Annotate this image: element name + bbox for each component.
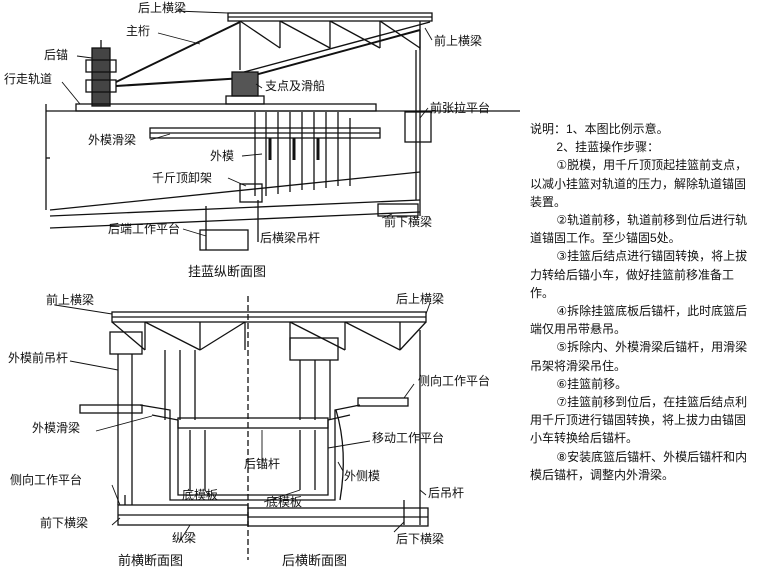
notes-step-title: 2、挂蓝操作步骤： xyxy=(556,140,660,155)
label-rear-upper-beam: 后上横梁 xyxy=(138,0,186,15)
label-rear-anchor-rod: 后锚杆 xyxy=(244,456,280,471)
top-structure xyxy=(45,12,520,251)
label-outer-side-form: 外侧模 xyxy=(344,469,380,483)
label-front-tension-platform: 前张拉平台 xyxy=(430,100,490,115)
label-bottom-form-left: 底模板 xyxy=(182,487,218,502)
title-longitudinal-section: 挂蓝纵断面图 xyxy=(188,264,266,279)
label-outer-form-slide-beam-top: 外模滑梁 xyxy=(88,132,136,147)
label-outer-form-front-hanger: 外模前吊杆 xyxy=(8,350,68,365)
note-step-5: ⑤拆除内、外模滑梁后锚杆，用滑梁吊架将滑梁吊住。 xyxy=(530,340,748,373)
note-step-1: ①脱模，用千斤顶顶起挂篮前支点，以减小挂篮对轨道的压力，解除轨道锚固装置。 xyxy=(530,158,748,209)
label-lateral-platform-left: 侧向工作平台 xyxy=(10,472,82,487)
label-longitudinal-beam: 纵梁 xyxy=(172,530,196,545)
label-rear-lower-beam: 后下横梁 xyxy=(396,531,444,546)
label-front-upper-beam: 前上横梁 xyxy=(46,292,94,307)
label-rear-upper-beam: 后上横梁 xyxy=(396,291,444,306)
label-rear-beam-hanger: 后横梁吊杆 xyxy=(260,230,320,245)
label-bottom-form-right: 底模板 xyxy=(266,494,302,509)
label-main-truss: 主桁 xyxy=(126,24,150,38)
bottom-structure xyxy=(79,296,429,560)
label-pivot-slide: 支点及滑船 xyxy=(265,79,325,93)
label-rear-anchor: 后锚 xyxy=(44,47,68,62)
note-step-8: ⑧安装底篮后锚杆、外模后锚杆和内模后锚杆，调整内外滑梁。 xyxy=(530,449,748,482)
notes-panel: 说明：1、本图比例示意。 2、挂蓝操作步骤： ①脱模，用千斤顶顶起挂篮前支点，以… xyxy=(530,120,754,484)
label-rear-hanger: 后吊杆 xyxy=(428,486,464,500)
top-labels: 后上横梁 主桁 后锚 行走轨道 前上横梁 支点及滑船 前张拉平台 外模滑梁 外模… xyxy=(4,0,490,279)
label-outer-form-slide-beam: 外模滑梁 xyxy=(32,420,80,435)
title-front-cross-section: 前横断面图 xyxy=(118,553,183,568)
label-front-lower-beam-top: 前下横梁 xyxy=(384,214,432,229)
label-rear-work-platform: 后端工作平台 xyxy=(108,221,180,236)
label-outer-form: 外模 xyxy=(210,149,234,163)
note-step-6: ⑥挂篮前移。 xyxy=(556,376,628,391)
notes-heading: 说明：1、本图比例示意。 xyxy=(530,122,669,136)
note-step-3: ③挂篮后结点进行锚固转换，将上拔力转给后锚小车，做好挂篮前移准备工作。 xyxy=(530,249,748,300)
label-lateral-platform-right: 侧向工作平台 xyxy=(418,373,490,388)
label-front-lower-beam: 前下横梁 xyxy=(40,515,88,530)
label-walking-track: 行走轨道 xyxy=(4,72,52,86)
bottom-labels: 前上横梁 后上横梁 外模前吊杆 侧向工作平台 外模滑梁 移动工作平台 后锚杆 外… xyxy=(8,291,490,568)
note-step-4: ④拆除挂篮底板后锚杆，此时底篮后端仅用吊带悬吊。 xyxy=(530,304,748,337)
note-step-2: ②轨道前移，轨道前移到位后进行轨道锚固工作。至少锚固5处。 xyxy=(530,213,748,246)
label-front-upper-beam-top: 前上横梁 xyxy=(434,33,482,48)
title-rear-cross-section: 后横断面图 xyxy=(282,553,347,568)
leader-lines xyxy=(54,10,433,542)
label-jack-unloader: 千斤顶卸架 xyxy=(152,170,212,185)
label-mobile-platform: 移动工作平台 xyxy=(372,430,444,445)
note-step-7: ⑦挂篮前移到位后，在挂篮后结点利用千斤顶进行锚固转换，将上拔力由锚固小车转换给后… xyxy=(530,395,748,446)
